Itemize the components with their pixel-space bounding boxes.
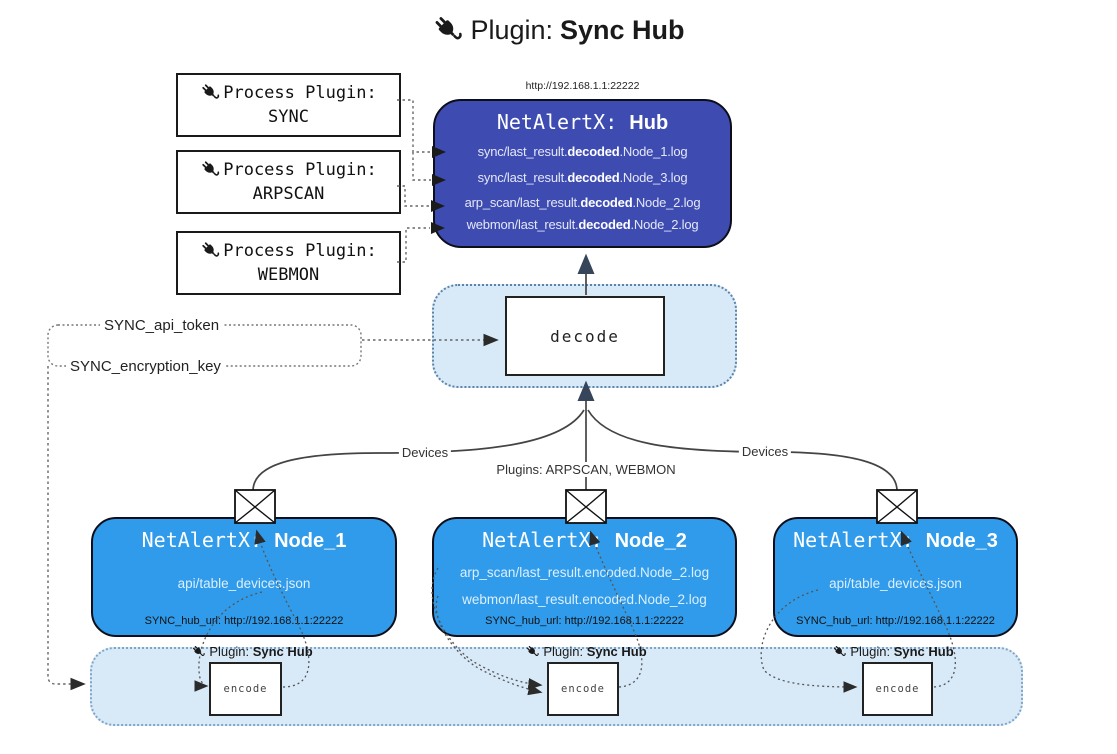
decode-box: decode: [505, 296, 665, 376]
plugins-middle-label: Plugins: ARPSCAN, WEBMON: [493, 462, 679, 477]
hub-url-label: http://192.168.1.1:22222: [525, 80, 640, 92]
devices-left-label: Devices: [398, 445, 452, 460]
page-title: Plugin: Sync Hub: [0, 15, 1117, 46]
plug-icon: [200, 241, 220, 261]
sync-api-token-label: SYNC_api_token: [100, 317, 224, 334]
netalertx-node3-box: NetAlertX: Node_3 api/table_devices.json…: [773, 517, 1018, 637]
node-footer: SYNC_hub_url: http://192.168.1.1:22222: [485, 615, 684, 627]
node-line: arp_scan/last_result.encoded.Node_2.log: [459, 565, 710, 580]
devices-right-label: Devices: [738, 444, 792, 459]
sync-encryption-key-label: SYNC_encryption_key: [66, 358, 225, 375]
encode-box: encode: [547, 662, 619, 716]
node-title: NetAlertX: Node_3: [793, 528, 998, 552]
settings-to-band-line: [47, 366, 86, 691]
process-plugin-label: Process Plugin:: [223, 83, 377, 103]
plug-icon: [200, 160, 220, 180]
plug-icon: [200, 83, 220, 103]
process-plugin-sync-box: Process Plugin: SYNC: [176, 73, 401, 137]
process-plugin-label: Process Plugin:: [223, 160, 377, 180]
sync-to-hub-line2: [412, 152, 431, 181]
process-plugin-name: ARPSCAN: [252, 184, 325, 204]
node-footer: SYNC_hub_url: http://192.168.1.1:22222: [144, 615, 344, 627]
netalertx-hub-box: NetAlertX: Hub sync/last_result.decoded.…: [433, 99, 732, 248]
hub-title-mono: NetAlertX:: [496, 110, 630, 134]
arpscan-to-hub-line: [397, 185, 430, 207]
hub-title-bold: Hub: [629, 112, 669, 134]
plug-icon: [191, 645, 205, 659]
netalertx-node2-box: NetAlertX: Node_2 arp_scan/last_result.e…: [432, 517, 737, 637]
process-plugin-arpscan-box: Process Plugin: ARPSCAN: [176, 150, 401, 214]
plug-icon: [525, 645, 539, 659]
hub-log-line: sync/last_result.decoded.Node_1.log: [477, 144, 688, 159]
node-title: NetAlertX: Node_2: [482, 528, 687, 552]
band-plugin-label: Plugin: Sync Hub: [832, 644, 954, 659]
hub-log-line: sync/last_result.decoded.Node_3.log: [477, 170, 688, 185]
node-footer: SYNC_hub_url: http://192.168.1.1:22222: [796, 615, 995, 627]
hub-log-line: arp_scan/last_result.decoded.Node_2.log: [464, 195, 701, 210]
page-title-pre: Plugin:: [470, 15, 554, 45]
node-line: api/table_devices.json: [177, 576, 311, 591]
band-plugin-label: Plugin: Sync Hub: [525, 644, 647, 659]
hub-log-line: webmon/last_result.decoded.Node_2.log: [466, 217, 699, 232]
process-plugin-label: Process Plugin:: [223, 241, 377, 261]
node-line: webmon/last_result.encoded.Node_2.log: [462, 592, 707, 607]
plug-icon: [832, 645, 846, 659]
encode-box: encode: [862, 662, 933, 716]
node-line: api/table_devices.json: [829, 576, 962, 591]
process-plugin-webmon-box: Process Plugin: WEBMON: [176, 231, 401, 295]
plug-icon: [432, 15, 463, 46]
node-title: NetAlertX: Node_1: [141, 528, 347, 552]
hub-title: NetAlertX: Hub: [435, 110, 730, 135]
encode-box: encode: [209, 662, 282, 716]
band-plugin-label: Plugin: Sync Hub: [191, 644, 313, 659]
netalertx-node1-box: NetAlertX: Node_1 api/table_devices.json…: [91, 517, 397, 637]
page-title-bold: Sync Hub: [560, 15, 685, 45]
sync-to-hub-line1: [397, 99, 431, 153]
process-plugin-name: SYNC: [268, 107, 309, 127]
webmon-to-hub-line: [397, 227, 430, 263]
process-plugin-name: WEBMON: [257, 265, 320, 285]
